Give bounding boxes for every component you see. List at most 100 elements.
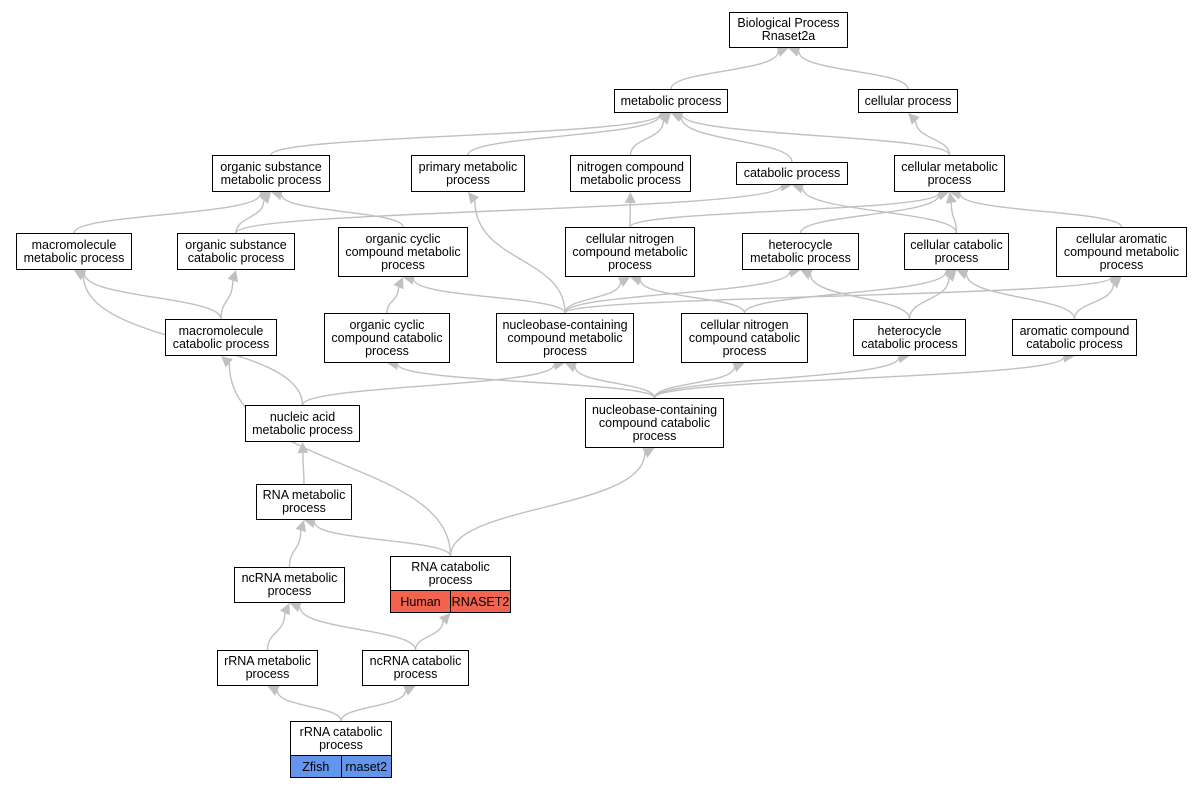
edge-arrowhead bbox=[221, 356, 233, 368]
go-term-node-cncmp[interactable]: cellular nitrogen compound metabolic pro… bbox=[565, 227, 695, 277]
edge-hcp-to-ccp bbox=[908, 277, 950, 320]
go-term-node-oscp[interactable]: organic substance catabolic process bbox=[177, 233, 295, 270]
edge-arrowhead bbox=[565, 361, 578, 373]
go-term-label: nucleobase-containing compound catabolic… bbox=[591, 402, 718, 443]
edge-arrowhead bbox=[788, 46, 801, 57]
go-term-node-namp[interactable]: nucleic acid metabolic process bbox=[245, 405, 360, 442]
edge-hcp-to-hmp bbox=[809, 274, 911, 320]
go-term-node-cnccp[interactable]: cellular nitrogen compound catabolic pro… bbox=[681, 313, 808, 363]
edge-nbcmp-to-pmp bbox=[474, 200, 566, 314]
edge-ncmp-to-mp bbox=[629, 120, 665, 156]
go-term-node-hmp[interactable]: heterocycle metabolic process bbox=[742, 233, 859, 270]
go-term-node-rrnamp[interactable]: rRNA metabolic process bbox=[217, 650, 318, 686]
edge-nbccp-to-hcp bbox=[653, 357, 900, 399]
species-cell[interactable]: Zfish bbox=[291, 756, 341, 777]
edge-rnacp-to-rnamp bbox=[313, 522, 452, 557]
edge-mcp-to-oscp bbox=[220, 280, 234, 320]
edge-cnccp-to-cncmp bbox=[639, 280, 746, 314]
go-term-label: heterocycle catabolic process bbox=[861, 323, 958, 351]
go-term-label: organic substance catabolic process bbox=[185, 237, 287, 265]
go-term-node-mcp[interactable]: macromolecule catabolic process bbox=[165, 319, 277, 356]
go-term-node-hcp[interactable]: heterocycle catabolic process bbox=[853, 319, 966, 356]
edge-arrowhead bbox=[259, 192, 271, 204]
go-term-node-osmp[interactable]: organic substance metabolic process bbox=[212, 155, 330, 192]
edge-arrowhead bbox=[279, 603, 290, 616]
gene-cell[interactable]: rnaset2 bbox=[340, 756, 391, 777]
edge-arrowhead bbox=[908, 113, 920, 125]
species-cell[interactable]: Human bbox=[391, 591, 450, 612]
edge-arrowhead bbox=[617, 277, 630, 288]
edge-occmp-to-osmp bbox=[280, 194, 404, 228]
go-term-node-rnamp[interactable]: RNA metabolic process bbox=[256, 484, 352, 520]
edge-cp-to-bp bbox=[798, 51, 909, 90]
edge-nbccp-to-cnccp bbox=[653, 366, 735, 399]
go-term-node-mp[interactable]: metabolic process bbox=[614, 89, 728, 113]
edge-arrowhead bbox=[468, 192, 480, 205]
go-term-node-catp[interactable]: catabolic process bbox=[736, 162, 848, 185]
edge-arrowhead bbox=[659, 113, 671, 125]
go-term-node-pmp[interactable]: primary metabolic process bbox=[411, 155, 525, 192]
edge-mcp-to-mmp bbox=[83, 273, 222, 320]
edge-cnccp-to-ccp bbox=[743, 271, 947, 314]
go-term-label: RNA metabolic process bbox=[262, 488, 346, 515]
go-term-label: nucleobase-containing compound metabolic… bbox=[502, 317, 628, 358]
edge-oscp-to-catp bbox=[235, 185, 782, 234]
edge-arrowhead bbox=[624, 192, 636, 204]
go-term-label: rRNA catabolic process bbox=[299, 724, 383, 752]
go-term-label: rRNA metabolic process bbox=[224, 654, 311, 681]
edge-arrowhead bbox=[74, 270, 87, 281]
go-term-node-nbccp[interactable]: nucleobase-containing compound catabolic… bbox=[585, 398, 724, 448]
edge-oscp-to-osmp bbox=[235, 200, 265, 234]
go-term-node-mmp[interactable]: macromolecule metabolic process bbox=[16, 233, 132, 270]
go-term-node-ncrnacp[interactable]: ncRNA catabolic process bbox=[362, 650, 469, 686]
edge-nbccp-to-accp bbox=[653, 356, 1065, 399]
edge-arrowhead bbox=[1109, 277, 1122, 289]
edge-arrowhead bbox=[945, 192, 957, 204]
go-term-label: organic cyclic compound metabolic proces… bbox=[345, 231, 461, 272]
edge-rnacp-to-mcp bbox=[228, 363, 452, 557]
edge-cncmp-to-cmp bbox=[629, 192, 940, 228]
edge-arrowhead bbox=[267, 685, 280, 696]
edge-cmp-to-mp bbox=[681, 114, 951, 156]
edge-cacmp-to-cmp bbox=[959, 193, 1123, 228]
go-term-node-ncmp[interactable]: nitrogen compound metabolic process bbox=[570, 155, 691, 192]
edge-arrowhead bbox=[630, 275, 643, 286]
go-term-node-cmp[interactable]: cellular metabolic process bbox=[894, 155, 1005, 192]
go-term-node-accp[interactable]: aromatic compound catabolic process bbox=[1012, 319, 1137, 356]
edge-arrowhead bbox=[271, 189, 284, 201]
edge-hmp-to-cmp bbox=[799, 194, 940, 234]
edge-arrowhead bbox=[295, 520, 307, 533]
edge-pmp-to-mp bbox=[467, 114, 661, 156]
edge-nbcmp-to-cacmp bbox=[564, 277, 1112, 314]
go-term-label: macromolecule catabolic process bbox=[172, 323, 270, 351]
go-term-node-cacmp[interactable]: cellular aromatic compound metabolic pro… bbox=[1056, 227, 1187, 277]
edge-arrowhead bbox=[800, 269, 813, 280]
edge-rrnacp-to-rrnamp bbox=[276, 690, 342, 722]
edge-ccp-to-cmp bbox=[950, 202, 958, 234]
go-term-node-occcp[interactable]: organic cyclic compound catabolic proces… bbox=[324, 313, 450, 363]
go-term-node-bp[interactable]: Biological Process Rnaset2a bbox=[729, 12, 848, 48]
edge-namp-to-nbcmp bbox=[301, 364, 555, 406]
go-term-node-nbcmp[interactable]: nucleobase-containing compound metabolic… bbox=[496, 313, 634, 363]
edge-arrowhead bbox=[956, 269, 969, 280]
go-term-node-occmp[interactable]: organic cyclic compound metabolic proces… bbox=[338, 227, 468, 277]
edge-rrnamp-to-ncrnamp bbox=[266, 612, 286, 651]
gene-cell[interactable]: RNASET2 bbox=[450, 591, 510, 612]
go-term-label: macromolecule metabolic process bbox=[23, 237, 125, 265]
go-term-label: ncRNA metabolic process bbox=[241, 571, 338, 598]
go-term-label: cellular nitrogen compound catabolic pro… bbox=[688, 317, 801, 358]
edge-ncrnamp-to-rnamp bbox=[288, 530, 302, 568]
go-term-label: ncRNA catabolic process bbox=[369, 654, 462, 681]
go-term-label: cellular aromatic compound metabolic pro… bbox=[1063, 231, 1180, 272]
go-term-node-cp[interactable]: cellular process bbox=[858, 89, 958, 113]
go-term-node-ncrnamp[interactable]: ncRNA metabolic process bbox=[234, 567, 345, 603]
go-term-label: aromatic compound catabolic process bbox=[1019, 323, 1130, 351]
go-term-node-ccp[interactable]: cellular catabolic process bbox=[904, 233, 1009, 270]
edge-occcp-to-occmp bbox=[386, 287, 400, 314]
go-term-label: cellular metabolic process bbox=[901, 159, 998, 187]
go-term-label: catabolic process bbox=[743, 166, 841, 180]
